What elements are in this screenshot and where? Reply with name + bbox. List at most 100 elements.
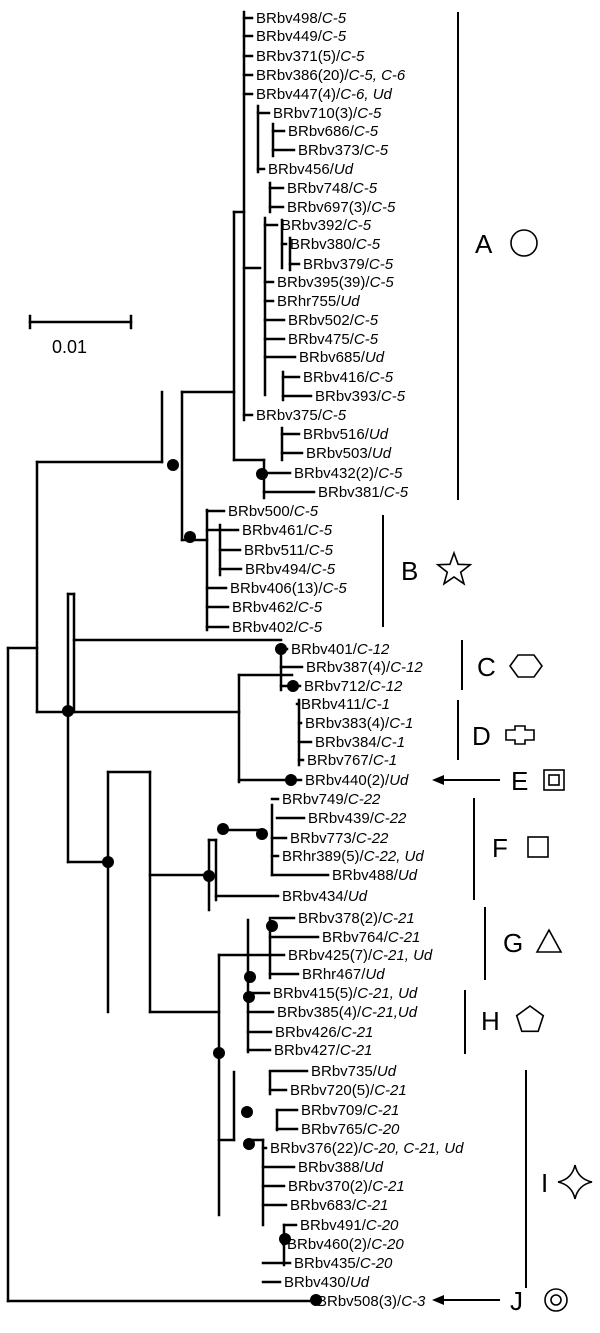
dz-type: C-12: [370, 678, 403, 695]
leaf-label: BRbv494/C-5: [245, 561, 336, 578]
support-node-dot: [184, 531, 196, 543]
dz-type: C-5: [357, 105, 382, 122]
isolate-id: BRbv462/: [232, 599, 299, 616]
support-node-dot: [275, 643, 287, 655]
cross-icon: [505, 725, 535, 745]
dz-type: C-5: [381, 388, 406, 405]
isolate-id: BRbv720(5)/: [290, 1082, 375, 1099]
double-square-icon: [543, 769, 565, 791]
dz-type: C-1: [389, 715, 413, 732]
dz-type: C-21: [341, 1024, 374, 1041]
leaf-label: BRbv511/C-5: [244, 542, 334, 559]
triangle-icon: [535, 928, 563, 953]
dz-type: C-1: [373, 752, 397, 769]
isolate-id: BRbv498/: [256, 10, 323, 27]
isolate-id: BRbv488/: [332, 867, 399, 884]
isolate-id: BRbv388/: [298, 1159, 365, 1176]
dz-type: C-20: [366, 1217, 399, 1234]
branches: [6, 10, 330, 1306]
dz-type: Ud: [389, 772, 409, 789]
dz-type: Ud: [364, 1159, 384, 1176]
isolate-id: BRbv494/: [245, 561, 312, 578]
isolate-id: BRbv435/: [294, 1255, 361, 1272]
leaf-label: BRbv488/Ud: [332, 867, 418, 884]
clade-letter: I: [541, 1168, 548, 1198]
leaf-label: BRbv462/C-5: [232, 599, 323, 616]
leaf-label: BRbv371(5)/C-5: [256, 48, 365, 65]
leaf-label: BRbv683/C-21: [290, 1197, 388, 1214]
isolate-id: BRbv500/: [228, 503, 295, 520]
scale-bar-label: 0.01: [52, 337, 87, 357]
isolate-id: BRbv697(3)/: [287, 199, 372, 216]
isolate-id: BRbv384/: [315, 734, 382, 751]
support-node-dot: [241, 1106, 253, 1118]
support-node-dot: [287, 680, 299, 692]
leaf-label: BRbv432(2)/C-5: [294, 465, 403, 482]
double-square-icon: [548, 774, 560, 786]
isolate-id: BRbv381/: [318, 484, 385, 501]
dz-type: C-5: [378, 465, 403, 482]
leaf-label: BRbv388/Ud: [298, 1159, 384, 1176]
isolate-id: BRbv475/: [288, 331, 355, 348]
leaf-label: BRbv402/C-5: [232, 619, 323, 636]
leaf-label: BRbv764/C-21: [322, 929, 420, 946]
isolate-id: BRbv371(5)/: [256, 48, 341, 65]
dz-type: C-12: [390, 659, 423, 676]
leaf-label: BRbv379/C-5: [303, 256, 394, 273]
pentagon-icon: [515, 1005, 545, 1033]
leaf-label: BRbv425(7)/C-21, Ud: [288, 947, 433, 964]
isolate-id: BRbv440(2)/: [305, 772, 390, 789]
hexagon-icon: [509, 654, 543, 678]
isolate-id: BRbv392/: [281, 217, 348, 234]
leaf-label: BRbv393/C-5: [315, 388, 406, 405]
isolate-id: BRbv447(4)/: [256, 86, 341, 103]
leaf-label: BRbv392/C-5: [281, 217, 372, 234]
dz-type: Ud: [348, 888, 368, 905]
isolate-id: BRbv511/: [244, 542, 310, 559]
leaf-label: BRbv767/C-1: [307, 752, 397, 769]
isolate-id: BRbv415(5)/: [273, 985, 358, 1002]
isolate-id: BRbv685/: [299, 349, 366, 366]
support-node-dot: [256, 468, 268, 480]
isolate-id: BRbv686/: [288, 123, 355, 140]
dz-type: C-5: [322, 407, 347, 424]
dz-type: C-1: [381, 734, 405, 751]
dz-type: C-5: [353, 180, 378, 197]
leaf-label: BRbv749/C-22: [282, 791, 381, 808]
dz-type: C-5: [298, 619, 323, 636]
isolate-id: BRbv425(7)/: [288, 947, 373, 964]
clade-c: C: [461, 640, 543, 690]
clade-letter: J: [510, 1286, 523, 1316]
leaf-label: BRbv401/C-12: [291, 641, 390, 658]
clade-d: D: [457, 700, 535, 760]
isolate-id: BRbv387(4)/: [306, 659, 391, 676]
dz-type: C-5: [309, 542, 334, 559]
dz-type: C-21: [382, 910, 415, 927]
support-node-dot: [213, 1047, 225, 1059]
leaf-label: BRbv460(2)/C-20: [287, 1236, 404, 1253]
clade-h: H: [464, 990, 545, 1054]
dz-type: Ud: [334, 161, 354, 178]
square-icon: [527, 836, 549, 858]
leaf-label: BRbv491/C-20: [300, 1217, 399, 1234]
clade-letter: H: [481, 1006, 500, 1036]
clade-i: I: [525, 1070, 593, 1288]
dz-type: C-21: [367, 1102, 400, 1119]
isolate-id: BRbv426/: [275, 1024, 342, 1041]
dz-type: Ud: [398, 867, 418, 884]
isolate-id: BRbv432(2)/: [294, 465, 379, 482]
leaf-label: BRbv416/C-5: [303, 369, 394, 386]
leaf-label: BRbv381/C-5: [318, 484, 409, 501]
dz-type: Ud: [340, 293, 360, 310]
dz-type: C-5: [308, 522, 333, 539]
dz-type: C-20, C-21, Ud: [363, 1140, 465, 1157]
support-node-dot: [256, 828, 268, 840]
dz-type: C-6, Ud: [340, 86, 392, 103]
isolate-id: BRbv375/: [256, 407, 323, 424]
dz-type: C-5: [371, 199, 396, 216]
isolate-id: BRbv767/: [307, 752, 374, 769]
support-node-dot: [102, 856, 114, 868]
leaf-label: BRhr755/Ud: [277, 293, 360, 310]
leaf-label: BRbv435/C-20: [294, 1255, 393, 1272]
dz-type: C-5: [311, 561, 336, 578]
